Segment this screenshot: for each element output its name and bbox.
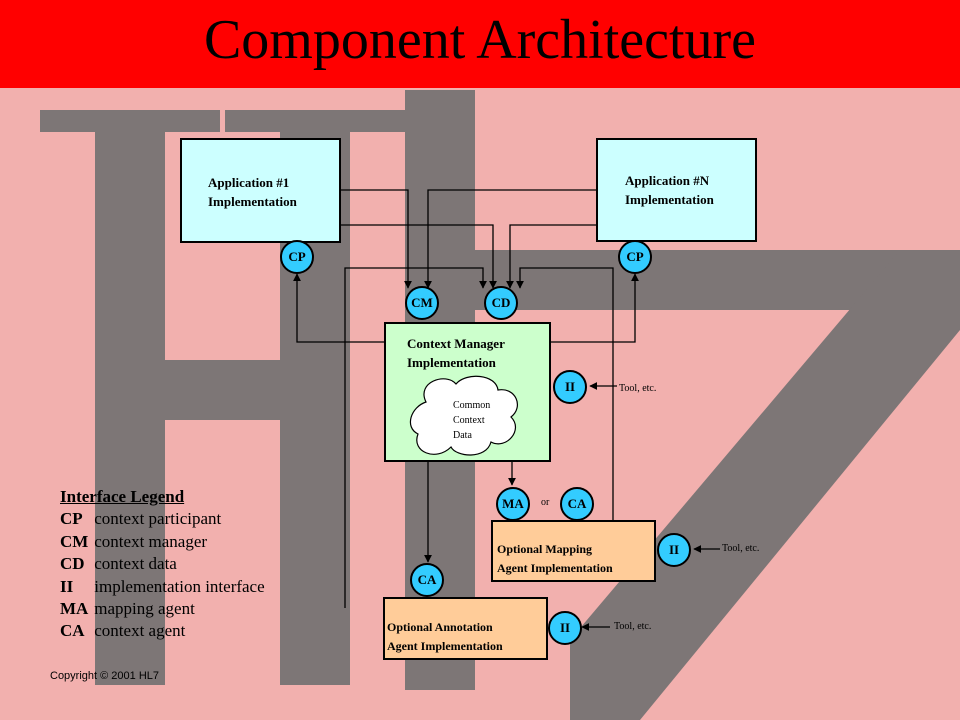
- cloud-line-2: Context: [453, 415, 485, 426]
- application-1-name: Application #1: [208, 175, 290, 190]
- legend-text: mapping agent: [94, 599, 195, 619]
- legend-abbr: CD: [60, 554, 85, 574]
- application-n-box: Application #N Implementation: [596, 138, 757, 242]
- application-1-box: Application #1 Implementation: [180, 138, 341, 243]
- legend-heading: Interface Legend: [60, 487, 185, 506]
- cm-node: CM: [405, 286, 439, 320]
- cp-node-left: CP: [280, 240, 314, 274]
- application-n-impl: Implementation: [625, 192, 714, 207]
- context-manager-name: Context Manager: [407, 336, 505, 351]
- cp-node-right: CP: [618, 240, 652, 274]
- cd-node: CD: [484, 286, 518, 320]
- or-label: or: [541, 497, 550, 508]
- ca-node-annotation: CA: [410, 563, 444, 597]
- context-manager-impl: Implementation: [407, 355, 496, 370]
- title-bar: [0, 0, 960, 88]
- cloud-shape: [409, 375, 518, 456]
- context-manager-box: Context Manager Implementation Common Co…: [384, 322, 551, 462]
- ma-node: MA: [496, 487, 530, 521]
- page-title: Component Architecture: [203, 9, 757, 71]
- application-1-impl: Implementation: [208, 194, 297, 209]
- tool-label-annotation: Tool, etc.: [614, 621, 652, 632]
- optional-mapping-agent-box: Optional Mapping Agent Implementation: [491, 520, 656, 582]
- optional-annotation-agent-box: Optional Annotation Agent Implementation: [383, 597, 548, 660]
- ii-node-annotation: II: [548, 611, 582, 645]
- cloud-line-1: Common: [453, 400, 491, 411]
- legend-item: CP context participant: [60, 508, 265, 530]
- legend-abbr: CM: [60, 531, 89, 551]
- mapping-impl: Agent Implementation: [497, 561, 613, 575]
- legend-text: implementation interface: [94, 576, 265, 596]
- application-n-name: Application #N: [625, 173, 710, 188]
- annotation-impl: Agent Implementation: [387, 639, 503, 653]
- legend-text: context data: [94, 554, 177, 574]
- ii-node-cm: II: [553, 370, 587, 404]
- legend-item: II implementation interface: [60, 576, 265, 598]
- legend-item: CM context manager: [60, 531, 265, 553]
- legend-item: MA mapping agent: [60, 598, 265, 620]
- tool-label-cm: Tool, etc.: [619, 383, 657, 394]
- annotation-name: Optional Annotation: [387, 620, 493, 634]
- cloud-line-3: Data: [453, 430, 472, 441]
- legend-abbr: CP: [60, 509, 83, 529]
- legend-abbr: CA: [60, 621, 85, 641]
- legend-item: CD context data: [60, 553, 265, 575]
- mapping-name: Optional Mapping: [497, 542, 593, 556]
- legend-item: CA context agent: [60, 620, 265, 642]
- legend-text: context manager: [94, 531, 208, 551]
- ii-node-mapping: II: [657, 533, 691, 567]
- legend-abbr: II: [60, 576, 74, 596]
- interface-legend: Interface Legend CP context participant …: [60, 486, 265, 643]
- legend-abbr: MA: [60, 599, 89, 619]
- legend-text: context participant: [94, 509, 222, 529]
- legend-text: context agent: [94, 621, 186, 641]
- copyright-notice: Copyright © 2001 HL7: [50, 670, 160, 682]
- ca-node-mapping: CA: [560, 487, 594, 521]
- tool-label-mapping: Tool, etc.: [722, 543, 760, 554]
